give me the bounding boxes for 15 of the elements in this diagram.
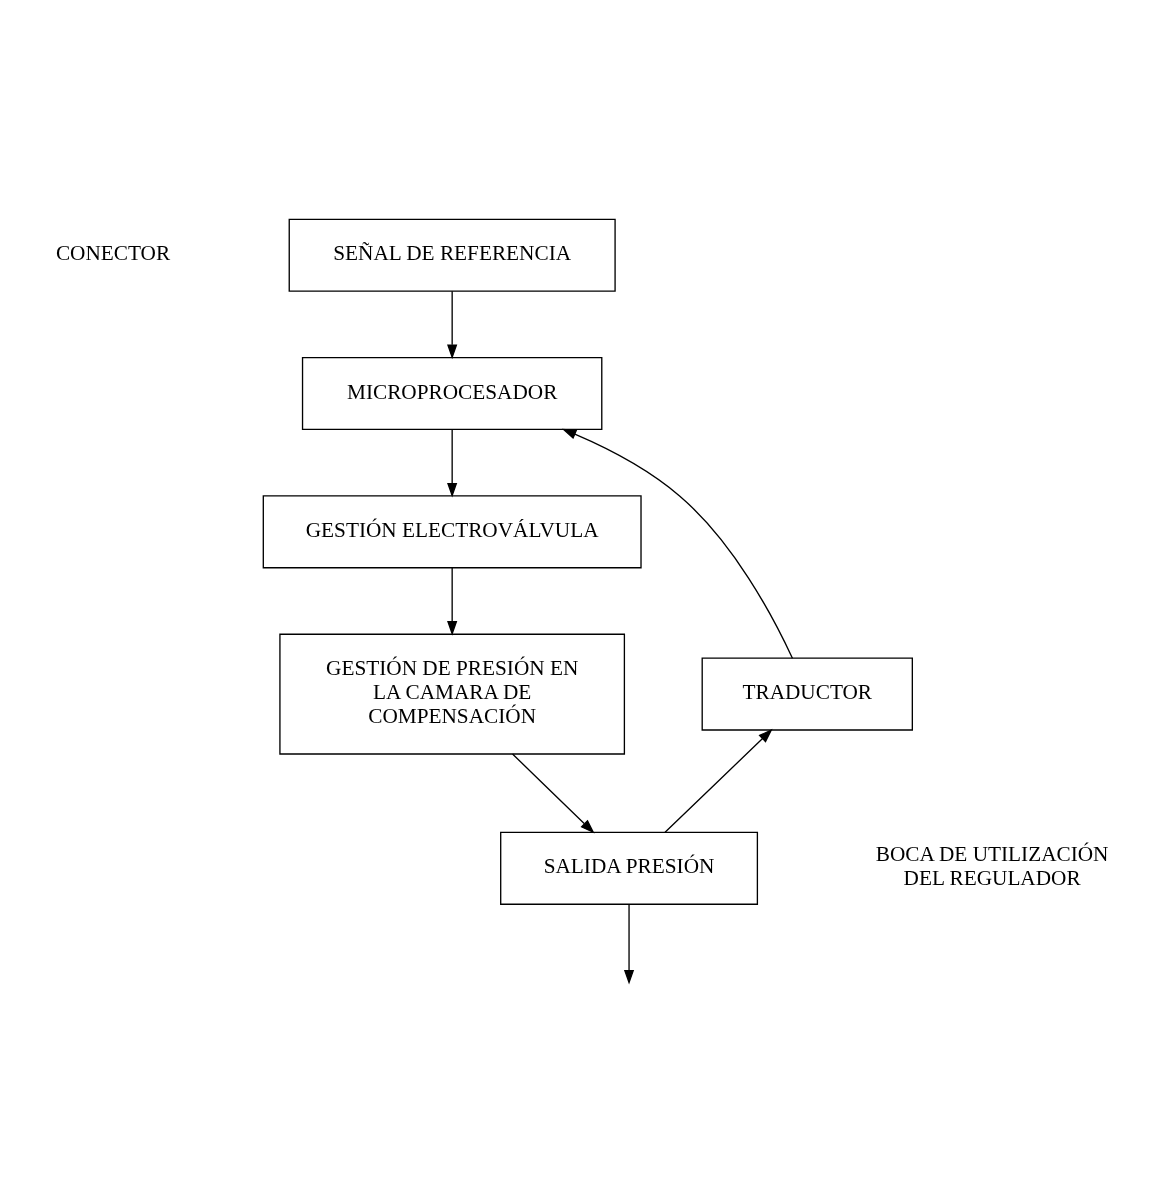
node-box: SEÑAL DE REFERENCIA <box>288 218 616 292</box>
arrow <box>623 903 635 985</box>
arrow <box>447 428 458 498</box>
label: BOCA DE UTILIZACIÓN DEL REGULADOR <box>875 841 1109 890</box>
node-box: GESTIÓN ELECTROVÁLVULA <box>262 494 642 568</box>
arrow <box>511 752 595 834</box>
arrow <box>447 566 458 636</box>
arrow <box>561 428 794 659</box>
node-box: GESTIÓN DE PRESIÓN EN LA CAMARA DE COMPENSACIÓN <box>279 633 626 755</box>
node-box: SALIDA PRESIÓN <box>500 831 759 905</box>
label: CONECTOR <box>55 240 171 265</box>
arrow <box>664 728 773 833</box>
node-box: MICROPROCESADOR <box>301 356 603 430</box>
arrow <box>447 289 458 359</box>
node-box: TRADUCTOR <box>701 657 913 731</box>
